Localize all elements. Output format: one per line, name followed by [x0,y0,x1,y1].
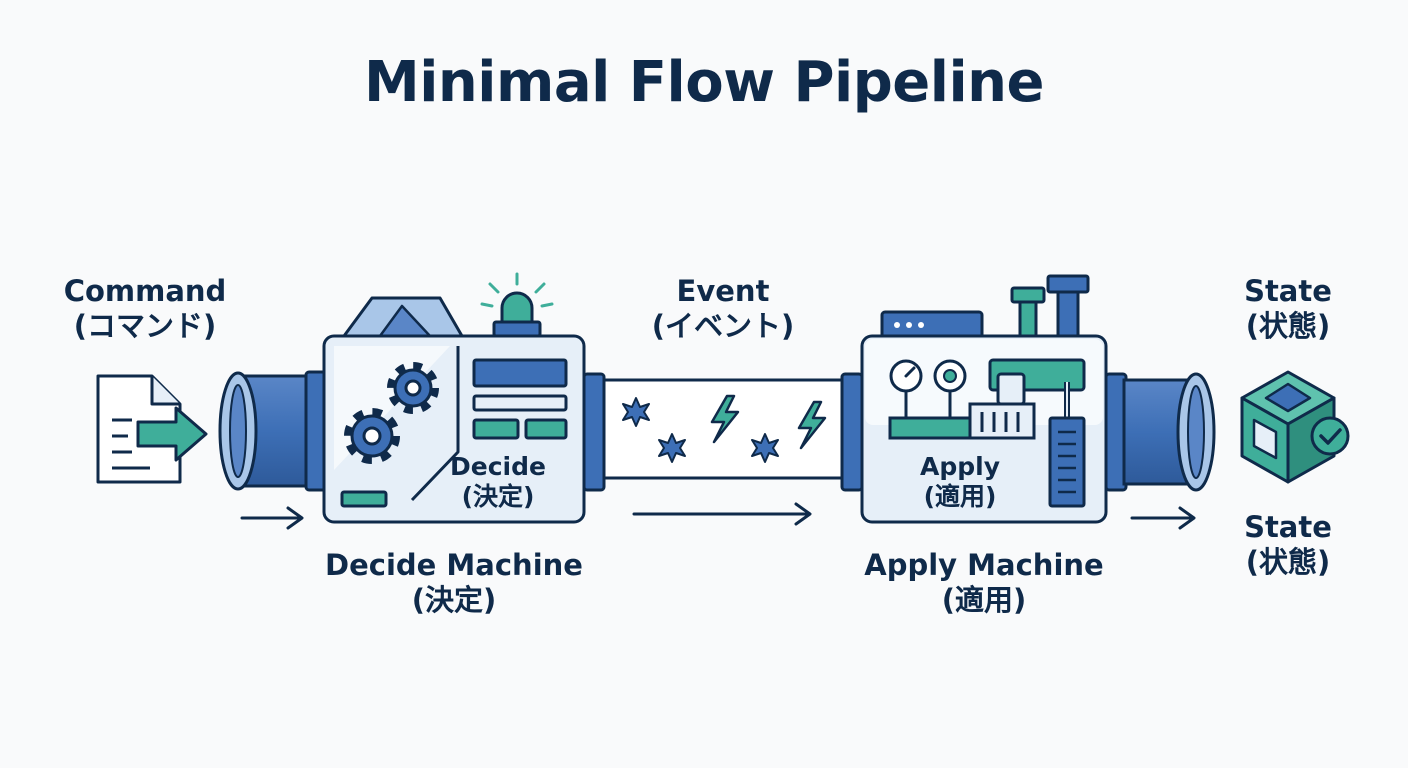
apply-machine-label-en: Apply Machine [864,548,1104,582]
decide-machine-label-ja: (決定) [411,582,497,617]
apply-inner-label: Apply (適用) [890,452,1030,512]
arrow-right-icon [240,506,304,530]
apply-machine [860,274,1108,524]
gear-icon [344,408,400,464]
state-label-top-en: State [1244,274,1332,308]
arrow-right-icon [632,502,812,526]
page-title: Minimal Flow Pipeline [363,50,1045,115]
lightning-icon [710,394,740,444]
decide-machine [322,272,586,524]
spark-icon [658,433,686,463]
decide-machine-label-en: Decide Machine [325,548,583,582]
document-arrow-icon [96,374,208,484]
apply-inner-label-en: Apply [919,452,1000,481]
decide-inner-label-ja: (決定) [461,482,535,511]
command-label: Command (コマンド) [34,274,256,344]
input-pipe [218,370,328,492]
spark-icon [622,397,650,427]
apply-machine-label-ja: (適用) [941,582,1027,617]
check-icon [1310,416,1350,456]
command-label-en: Command [63,274,227,308]
gauge-icon [889,359,923,420]
state-label-bottom-ja: (状態) [1245,544,1331,579]
event-label-en: Event [676,274,770,308]
decide-machine-label: Decide Machine (決定) [304,548,604,618]
apply-inner-label-ja: (適用) [923,482,997,511]
decide-inner-label-en: Decide [450,452,546,481]
spark-icon [751,433,779,463]
lightning-icon [797,400,827,450]
decide-inner-label: Decide (決定) [430,452,566,512]
state-label-top: State (状態) [1228,274,1348,344]
state-label-top-ja: (状態) [1245,308,1331,343]
gear-icon [387,362,439,414]
event-tube [602,378,848,480]
state-label-bottom: State (状態) [1228,510,1348,580]
apply-machine-label: Apply Machine (適用) [834,548,1134,618]
beacon-light-icon [480,272,554,338]
command-label-ja: (コマンド) [73,308,217,343]
event-label: Event (イベント) [600,274,846,344]
output-pipe [1104,372,1216,492]
state-label-bottom-en: State [1244,510,1332,544]
event-label-ja: (イベント) [651,308,795,343]
gauge-icon [933,359,967,420]
arrow-right-icon [1130,506,1196,530]
